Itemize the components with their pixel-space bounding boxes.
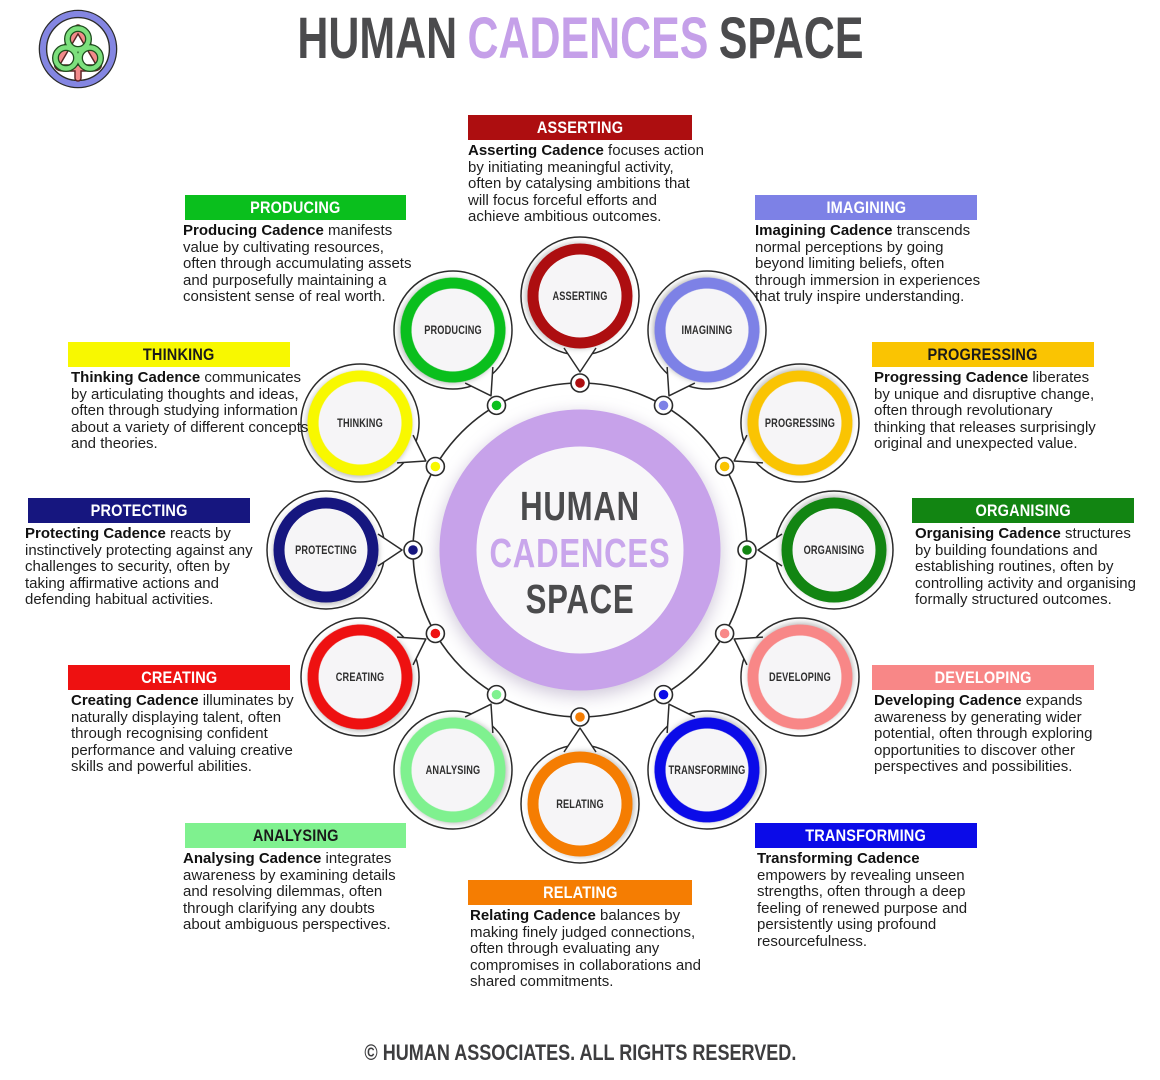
cadence-block-producing: PRODUCING Producing Cadence manifests va…	[183, 195, 411, 305]
dot-analysing	[486, 684, 507, 705]
cadence-desc-creating: Creating Cadence illuminates by naturall…	[71, 692, 294, 776]
cadence-block-thinking: THINKING Thinking Cadence communicates b…	[68, 342, 308, 452]
cadence-node-developing	[733, 617, 860, 737]
celtic-knot-logo-icon	[38, 9, 118, 89]
cadence-desc-protecting: Protecting Cadence reacts by instinctive…	[25, 525, 253, 609]
cadence-header-progressing: PROGRESSING	[872, 342, 1094, 367]
cadence-node-creating	[300, 617, 427, 737]
cadence-node-protecting	[266, 490, 403, 610]
node-label-asserting: ASSERTING	[552, 291, 607, 303]
cadence-desc-transforming: Transforming Cadence empowers by reveali…	[757, 850, 968, 950]
cadence-header-asserting: ASSERTING	[468, 115, 692, 140]
node-label-thinking: THINKING	[337, 418, 383, 430]
cadence-block-imagining: IMAGINING Imagining Cadence transcends n…	[755, 195, 980, 305]
cadence-node-imagining	[647, 270, 767, 397]
cadence-desc-producing: Producing Cadence manifests value by cul…	[183, 222, 412, 306]
copyright-footer: © HUMAN ASSOCIATES. ALL RIGHTS RESERVED.	[364, 1040, 796, 1065]
cadence-node-analysing	[393, 703, 513, 830]
dot-asserting	[570, 373, 590, 393]
cadence-header-imagining: IMAGINING	[755, 195, 977, 220]
title-cadences: CADENCES	[467, 6, 708, 71]
cadence-header-producing: PRODUCING	[185, 195, 406, 220]
cadence-desc-analysing: Analysing Cadence integrates awareness b…	[183, 850, 396, 934]
node-label-organising: ORGANISING	[804, 545, 865, 557]
center-title-line3: SPACE	[526, 576, 635, 622]
cadence-node-producing	[393, 270, 513, 397]
cadence-block-organising: ORGANISING Organising Cadence structures…	[912, 498, 1136, 608]
cadence-header-relating: RELATING	[468, 880, 692, 905]
cadence-block-transforming: TRANSFORMING Transforming Cadence empowe…	[755, 823, 977, 950]
node-label-producing: PRODUCING	[424, 325, 482, 337]
dot-transforming	[653, 684, 674, 705]
cadence-block-creating: CREATING Creating Cadence illuminates by…	[68, 665, 294, 775]
cadence-header-thinking: THINKING	[68, 342, 290, 367]
title-human: HUMAN	[296, 6, 457, 71]
node-label-relating: RELATING	[556, 799, 604, 811]
node-label-protecting: PROTECTING	[295, 545, 357, 557]
dot-progressing	[714, 456, 735, 477]
cadence-block-asserting: ASSERTING Asserting Cadence focuses acti…	[468, 115, 704, 225]
dot-protecting	[403, 540, 423, 560]
cadence-block-analysing: ANALYSING Analysing Cadence integrates a…	[183, 823, 406, 933]
cadence-node-asserting	[520, 236, 640, 373]
cadence-header-transforming: TRANSFORMING	[755, 823, 977, 848]
node-label-imagining: IMAGINING	[682, 325, 733, 337]
cadence-desc-organising: Organising Cadence structures by buildin…	[915, 525, 1136, 609]
node-label-developing: DEVELOPING	[769, 672, 831, 684]
dot-producing	[486, 395, 507, 416]
dot-creating	[425, 623, 446, 644]
dot-organising	[737, 540, 757, 560]
cadence-block-protecting: PROTECTING Protecting Cadence reacts by …	[25, 498, 253, 608]
cadence-header-developing: DEVELOPING	[872, 665, 1094, 690]
node-label-transforming: TRANSFORMING	[669, 765, 746, 777]
center-title-line2: CADENCES	[490, 530, 671, 576]
cadence-block-progressing: PROGRESSING Progressing Cadence liberate…	[872, 342, 1096, 452]
cadence-desc-progressing: Progressing Cadence liberates by unique …	[874, 369, 1096, 453]
node-label-progressing: PROGRESSING	[765, 418, 835, 430]
cadence-header-analysing: ANALYSING	[185, 823, 406, 848]
cadence-desc-developing: Developing Cadence expands awareness by …	[874, 692, 1093, 776]
cadence-block-relating: RELATING Relating Cadence balances by ma…	[468, 880, 701, 990]
dot-thinking	[425, 456, 446, 477]
cadence-header-protecting: PROTECTING	[28, 498, 250, 523]
cadence-node-progressing	[733, 363, 860, 483]
cadence-node-relating	[520, 727, 640, 864]
cadence-node-transforming	[647, 703, 767, 830]
cadence-node-organising	[757, 490, 894, 610]
dot-relating	[570, 707, 590, 727]
dot-developing	[714, 623, 735, 644]
cadence-header-creating: CREATING	[68, 665, 290, 690]
dot-imagining	[653, 395, 674, 416]
node-label-creating: CREATING	[336, 672, 385, 684]
cadence-header-organising: ORGANISING	[912, 498, 1134, 523]
cadence-node-thinking	[300, 363, 427, 483]
cadence-block-developing: DEVELOPING Developing Cadence expands aw…	[872, 665, 1094, 775]
node-label-analysing: ANALYSING	[426, 765, 481, 777]
cadence-desc-relating: Relating Cadence balances by making fine…	[470, 907, 701, 991]
cadence-desc-asserting: Asserting Cadence focuses action by init…	[468, 142, 704, 226]
title-space: SPACE	[718, 6, 864, 71]
cadence-desc-thinking: Thinking Cadence communicates by articul…	[71, 369, 309, 453]
cadence-desc-imagining: Imagining Cadence transcends normal perc…	[755, 222, 981, 306]
center-ring	[439, 409, 721, 691]
center-title-line1: HUMAN	[520, 483, 640, 529]
